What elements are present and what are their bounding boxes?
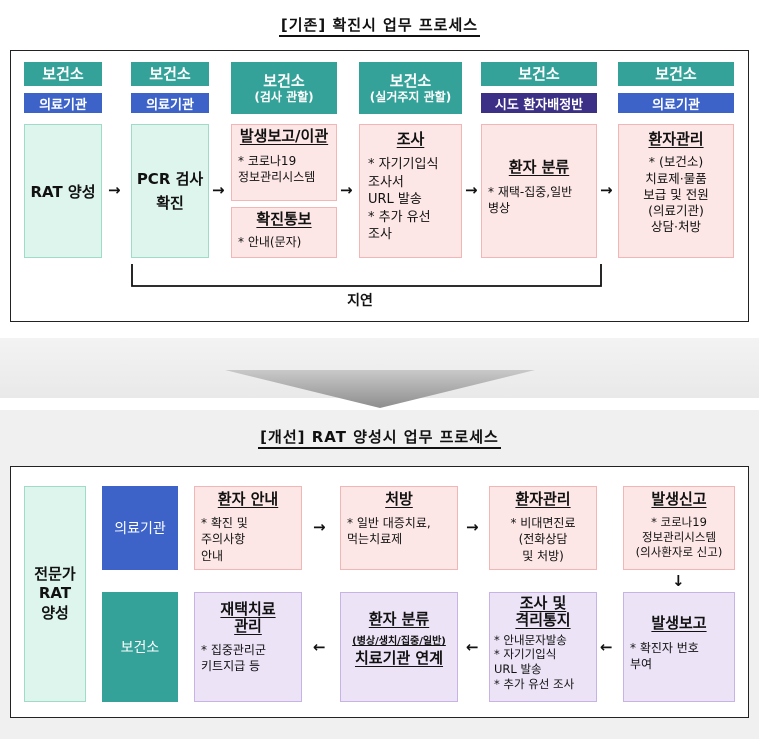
top-pcr-box: PCR 검사 확진 (131, 124, 209, 258)
top-rat-positive-box: RAT 양성 (24, 124, 102, 258)
bottom-manage-box: 환자관리 * 비대면진료 (전화상담 및 처방) (489, 486, 597, 570)
bottom-section-title: [개선] RAT 양성시 업무 프로세스 (0, 426, 759, 449)
bottom-home-box: 재택치료 관리 * 집중관리군 키트지급 등 (194, 592, 302, 702)
bottom-rat-positive-box: 전문가 RAT 양성 (24, 486, 86, 702)
bottom-arrow-down: ↓ (672, 572, 685, 590)
top-arrow-4: → (465, 181, 478, 199)
top-section-title: [기존] 확진시 업무 프로세스 (0, 14, 759, 37)
delay-bracket (131, 264, 602, 287)
top-arrow-2: → (212, 181, 225, 199)
bottom-arrow-5: ← (600, 638, 613, 656)
top-survey-box: 조사 * 자기기입식 조사서 URL 발송 * 추가 유선 조사 (359, 124, 462, 258)
top-col5-header: 보건소 (481, 62, 597, 86)
top-col4-header: 보건소(실거주지 관할) (359, 62, 462, 114)
delay-label: 지연 (347, 293, 373, 309)
top-col6-header: 보건소 (618, 62, 734, 86)
bottom-arrow-3: ← (313, 638, 326, 656)
top-col3-header: 보건소(검사 관할) (231, 62, 337, 114)
bottom-arrow-4: ← (466, 638, 479, 656)
top-col6-subheader: 의료기관 (618, 93, 734, 113)
top-arrow-5: → (600, 181, 613, 199)
top-manage-box: 환자관리 * (보건소) 치료제·물품 보급 및 전원 (의료기관) 상담·처방 (618, 124, 734, 258)
bottom-classify-box: 환자 분류 (병상/생치/집중/일반) 치료기관 연계 (340, 592, 458, 702)
transition-arrow-icon (225, 370, 535, 408)
bottom-rx-box: 처방 * 일반 대증치료, 먹는치료제 (340, 486, 458, 570)
bottom-arrow-2: → (466, 518, 479, 536)
bottom-report-box: 발생보고 * 확진자 번호 부여 (623, 592, 735, 702)
top-col1-header: 보건소 (24, 62, 102, 86)
bottom-guide-box: 환자 안내 * 확진 및 주의사항 안내 (194, 486, 302, 570)
bottom-row1-label: 의료기관 (102, 486, 178, 570)
bottom-arrow-1: → (313, 518, 326, 536)
top-notify-box: 확진통보 * 안내(문자) (231, 207, 337, 258)
bottom-declare-box: 발생신고 * 코로나19 정보관리시스템 (의사환자로 신고) (623, 486, 735, 570)
top-classify-box: 환자 분류 * 재택-집중,일반 병상 (481, 124, 597, 258)
top-col1-subheader: 의료기관 (24, 93, 102, 113)
top-arrow-1: → (108, 181, 121, 199)
top-arrow-3: → (340, 181, 353, 199)
top-report-box: 발생보고/이관 * 코로나19 정보관리시스템 (231, 124, 337, 201)
top-col2-subheader: 의료기관 (131, 93, 209, 113)
bottom-row2-label: 보건소 (102, 592, 178, 702)
top-col2-header: 보건소 (131, 62, 209, 86)
bottom-survey-box: 조사 및 격리통지 * 안내문자발송 * 자기기입식 URL 발송 * 추가 유… (489, 592, 597, 702)
top-col5-subheader: 시도 환자배정반 (481, 93, 597, 113)
